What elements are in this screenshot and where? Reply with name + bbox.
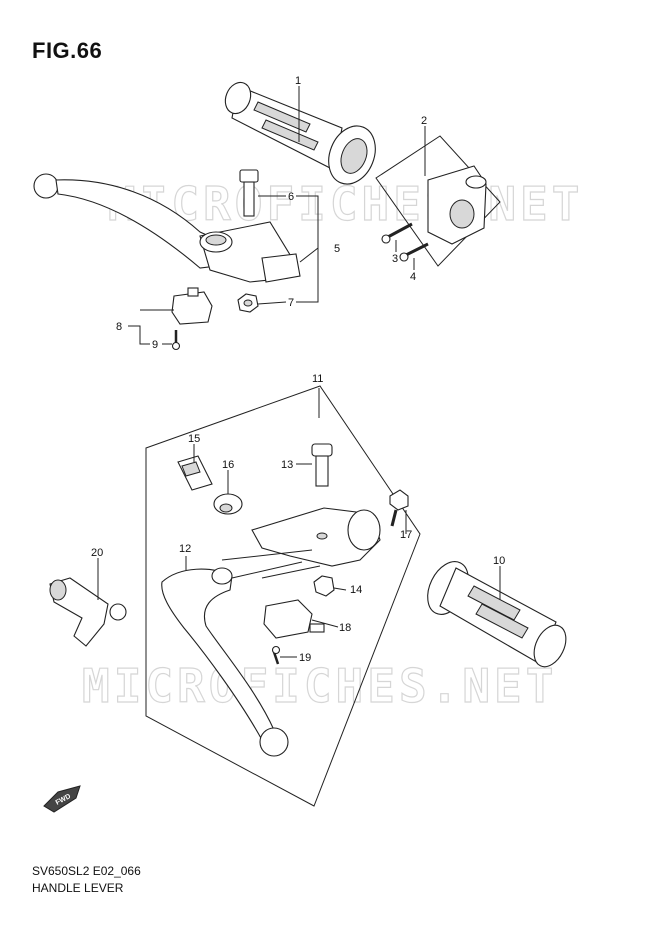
callout-7: 7: [288, 297, 294, 309]
diagram-code: SV650SL2 E02_066: [32, 864, 141, 878]
part-18-clutch-switch: [263, 599, 325, 639]
callout-16: 16: [222, 459, 234, 471]
figure-title: FIG.66: [32, 38, 103, 63]
part-7-nut: [237, 293, 259, 313]
callout-6: 6: [288, 191, 294, 203]
part-14-nut: [313, 575, 335, 597]
diagram-name: HANDLE LEVER: [32, 881, 124, 895]
part-17-bolt: [389, 489, 409, 527]
part-11-frame: [145, 385, 421, 807]
part-13-pivot-bolt: [311, 443, 333, 487]
part-19-screw: [271, 645, 281, 665]
part-11-clutch-holder: [251, 507, 381, 567]
part-2-frame: [375, 135, 501, 267]
callout-9: 9: [152, 339, 158, 351]
part-2-throttle-housing: [427, 165, 487, 245]
callout-5: 5: [334, 243, 340, 255]
callout-13: 13: [281, 459, 293, 471]
callout-15: 15: [188, 433, 200, 445]
callout-8: 8: [116, 321, 122, 333]
part-9-screw: [171, 330, 181, 351]
callout-19: 19: [299, 652, 311, 664]
part-4-screw: [399, 242, 429, 262]
fwd-arrow-icon: FWD: [43, 785, 81, 813]
part-12-clutch-lever: [161, 567, 289, 757]
part-16-adjuster-nut: [213, 493, 243, 515]
part-5-brake-lever: [33, 173, 301, 283]
callout-10: 10: [493, 555, 505, 567]
callout-14: 14: [350, 584, 362, 596]
part-15-adjuster: [177, 455, 213, 491]
callout-1: 1: [295, 75, 301, 87]
callout-18: 18: [339, 622, 351, 634]
leader-lines: [97, 86, 501, 658]
part-8-brake-switch: [171, 287, 213, 325]
part-20-cable-adjuster: [49, 577, 127, 647]
callout-2: 2: [421, 115, 427, 127]
callout-3: 3: [392, 253, 398, 265]
callout-11: 11: [312, 373, 323, 385]
callout-20: 20: [91, 547, 103, 559]
callout-4: 4: [410, 271, 416, 283]
part-10-handlebar-grip: [427, 561, 567, 668]
part-6-pivot-bolt: [239, 169, 259, 217]
part-3-screw: [381, 222, 413, 244]
callout-17: 17: [400, 529, 412, 541]
watermark-bottom: MICROFICHES.NET: [82, 659, 557, 713]
callout-12: 12: [179, 543, 191, 555]
callout-numbers: 1 2 3 4 5 6 7 8 9 10 11 12 13 14 15 16 1…: [91, 75, 505, 664]
part-1-throttle-grip: [224, 81, 376, 185]
